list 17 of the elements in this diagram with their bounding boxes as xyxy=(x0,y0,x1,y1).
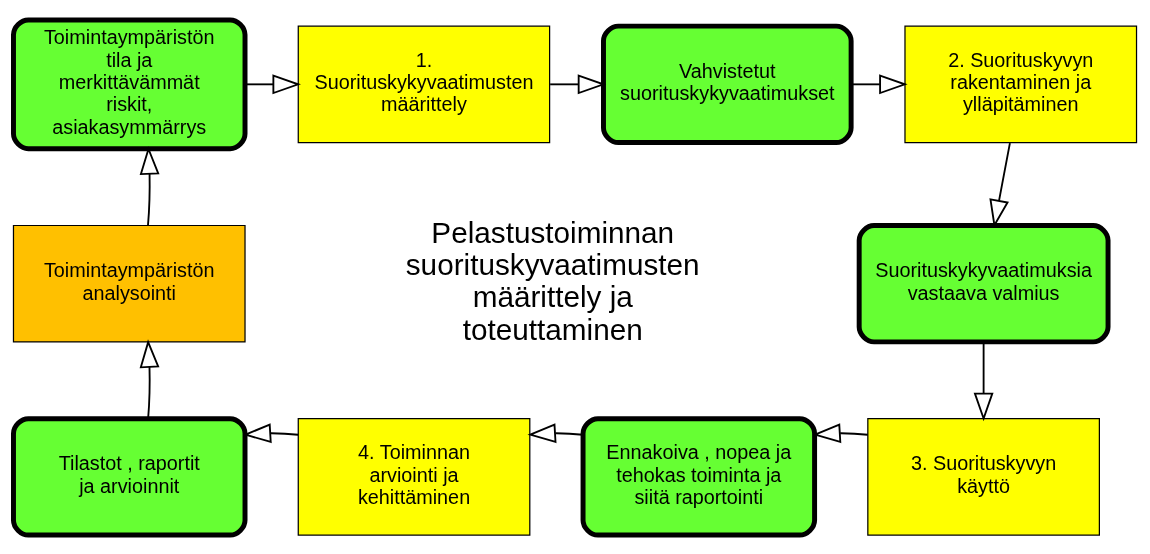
arrow xyxy=(527,422,584,443)
node-box: 4. Toiminnan arviointi ja kehittäminen xyxy=(297,417,531,536)
node-box: 2. Suorituskyvyn rakentaminen ja ylläpitäminen xyxy=(904,25,1138,143)
node-box: 3. Suorituskyvyn käyttö xyxy=(867,417,1100,536)
node-box: Toimintaympäristön tila ja merkittävämmät riskit, asiakasymmärrys xyxy=(11,16,248,151)
label: Pelastustoiminnan suorituskyvaatimusten määrittely ja toteuttaminen xyxy=(405,215,700,346)
arrow xyxy=(549,73,607,94)
node-box: Tilastot , raportit ja arvioinnit xyxy=(11,415,248,538)
arrow xyxy=(139,338,160,419)
arrow xyxy=(244,73,301,94)
arrow xyxy=(139,145,160,226)
node-box: Ennakoiva , nopea ja tehokas toiminta ja siitä raportointi xyxy=(580,415,818,538)
node-box: Suorituskykyvaatimuksia vastaava valmius xyxy=(856,222,1111,344)
node-box: Vahvistetut suorituskykyvaatimukset xyxy=(601,23,854,145)
node-box: Toimintaympäristön analysointi xyxy=(12,224,246,342)
arrow xyxy=(850,73,908,94)
node-box: 1. Suorituskykyvaatimusten määrittely xyxy=(297,25,551,143)
